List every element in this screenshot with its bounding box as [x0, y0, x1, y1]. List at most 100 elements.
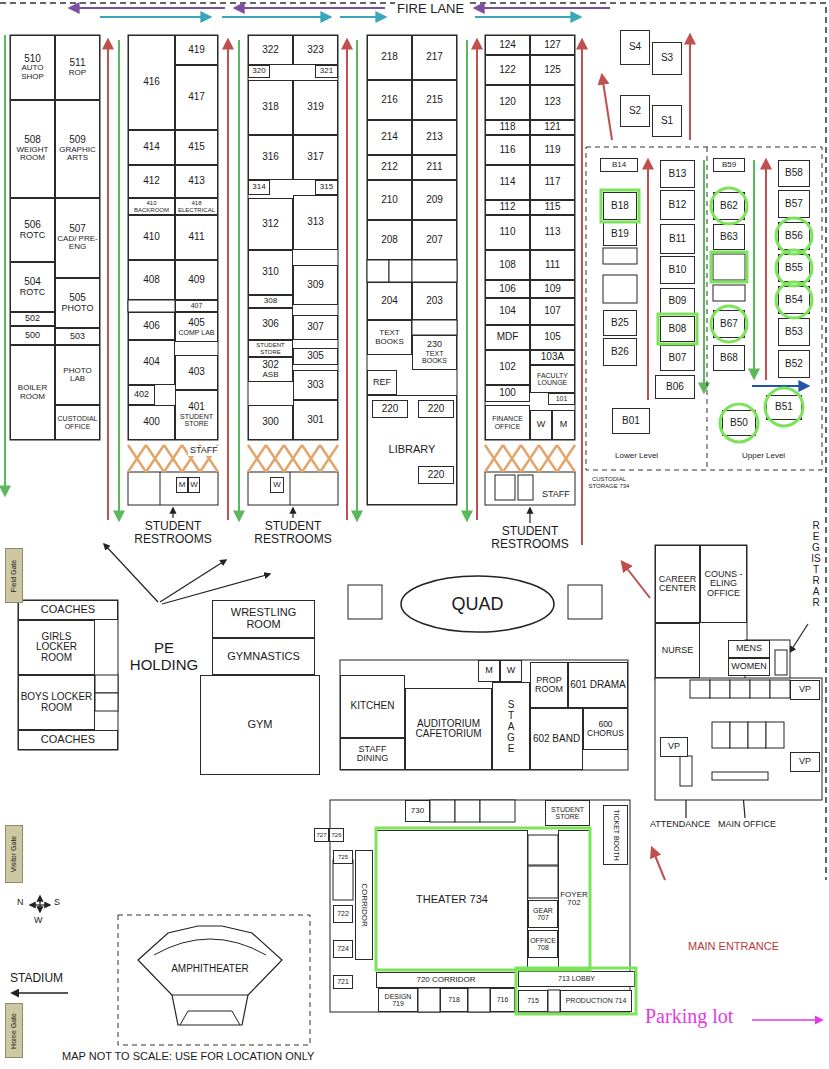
room-box: 125 [530, 55, 575, 85]
room-label: B01 [614, 416, 648, 427]
room-box: 402 [128, 385, 155, 405]
room-label: 509 [57, 135, 98, 146]
room-label: GRAPHIC ARTS [57, 146, 98, 163]
room-label: REF [369, 378, 395, 387]
room-label: B14 [602, 161, 636, 169]
restroom-block [128, 472, 218, 505]
room-box: COUNS -ELING OFFICE [700, 545, 747, 623]
room-label: M [178, 481, 186, 489]
room-box: 115 [530, 200, 575, 215]
room-box: 323 [293, 35, 338, 65]
room-box: 211 [412, 155, 457, 180]
room-label: 500 [12, 331, 53, 340]
traffic-arrow [752, 385, 808, 387]
compass [30, 896, 50, 912]
room-outline [680, 756, 692, 786]
room-box: 319 [293, 80, 338, 135]
room-box: 204 [367, 282, 412, 320]
room-box: 113 [530, 215, 575, 250]
room-label: STUDENT STORE [547, 806, 588, 821]
room-outline [748, 722, 766, 748]
room-box: B14 [600, 158, 638, 172]
room-box: OFFICE 708 [528, 930, 558, 958]
room-label: 118 [487, 122, 528, 133]
highlight-circle [776, 218, 812, 254]
room-box: 316 [248, 135, 293, 180]
room-box: 413 [175, 165, 218, 198]
parking-arrow [752, 1019, 822, 1021]
room-label: S1 [654, 116, 680, 127]
room-label: 410 [130, 232, 173, 243]
room-label: 124 [487, 40, 528, 51]
room-outline [713, 285, 745, 301]
room-label: 724 [335, 945, 351, 952]
traffic-arrow [753, 160, 755, 378]
room-box: 601 DRAMA [568, 662, 628, 708]
room-box: B08 [660, 316, 695, 342]
room-label: 730 [407, 807, 428, 815]
room-label: 503 [57, 332, 98, 341]
room-box: 302ASB [248, 357, 293, 382]
highlight-circle [720, 404, 758, 442]
hatch [485, 445, 575, 472]
room-box: 500 [10, 326, 55, 345]
room-outline [128, 300, 175, 312]
room-outline [603, 248, 637, 264]
room-label: VP [662, 742, 686, 751]
room-label: GEAR 707 [530, 907, 556, 922]
room-label: 726 [331, 832, 342, 838]
room-label: 103A [532, 352, 573, 363]
room-box: 106 [485, 280, 530, 298]
room-box: 102 [485, 350, 530, 385]
room-box: COACHES [18, 730, 118, 750]
room-label: 715 [520, 997, 546, 1004]
room-label: 407 [177, 302, 216, 309]
room-label: COACHES [20, 734, 116, 746]
room-box: 718 [440, 988, 468, 1012]
desk [712, 772, 768, 780]
room-label: 117 [532, 177, 573, 188]
room-outline [333, 860, 353, 900]
room-outline [412, 320, 457, 335]
room-label: 401 [177, 402, 216, 413]
room-box: B59 [713, 158, 745, 172]
room-box: 505PHOTO [55, 278, 100, 328]
room-box: 220 [418, 400, 454, 418]
room-label: 720 CORRIDOR [378, 976, 514, 984]
room-label: W [190, 481, 198, 489]
room-box: STUDENT STORE [545, 800, 590, 826]
amphitheater-outline [130, 925, 290, 1035]
map-label: CUSTODIAL STORAGE 734 [588, 476, 630, 489]
gate-box: Visitor Gate [5, 825, 23, 883]
room-box: 415 [175, 130, 218, 165]
room-outline [766, 722, 784, 748]
gate-box: Home Gate [5, 1003, 23, 1058]
level-divider [707, 147, 708, 470]
room-label: 301 [295, 415, 336, 426]
room-label: TICKET BOOTH [612, 809, 619, 861]
room-label: 306 [250, 319, 291, 330]
room-box: B18 [603, 192, 637, 220]
room-box: MDF [485, 325, 530, 350]
map-label: STAFF [540, 490, 572, 500]
room-box: FOYER 702 [558, 830, 590, 968]
room-box: 300 [248, 405, 293, 440]
room-label: CUSTODIAL OFFICE [57, 415, 98, 430]
room-outline [775, 650, 787, 675]
room-box: 119 [530, 135, 575, 165]
room-box: B58 [778, 160, 810, 187]
room-box: TICKET BOOTH [603, 805, 628, 865]
room-label: 110 [487, 227, 528, 238]
room-box: GIRLS LOCKER ROOM [18, 620, 95, 675]
room-outline [389, 260, 412, 282]
room-box: B07 [660, 345, 695, 371]
room-label: 310 [250, 267, 291, 278]
room-label: B56 [780, 231, 808, 242]
room-outline [710, 680, 730, 698]
room-label: PRODUCTION 714 [562, 997, 630, 1004]
room-label: 220 [374, 404, 406, 415]
room-box: 123 [530, 85, 575, 120]
room-box: 600 CHORUS [583, 708, 628, 750]
room-label: NURSE [657, 646, 698, 655]
